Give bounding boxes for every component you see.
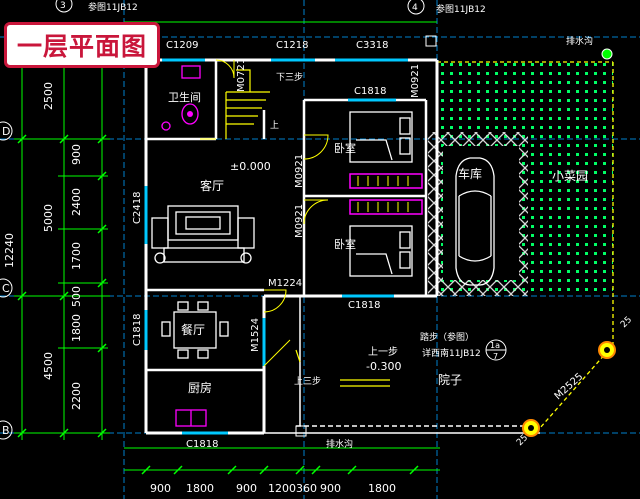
axis-markers-left: [0, 121, 13, 440]
label-stair-up: 上: [270, 120, 279, 131]
dim-bottom-900-a: 900: [150, 482, 171, 495]
dim-bottom-1800-b: 1800: [368, 482, 396, 495]
label-m1224: M1224: [268, 278, 302, 289]
room-toilet: 卫生间: [168, 90, 201, 104]
dim-bottom-900-b: 900: [236, 482, 257, 495]
car-icon: [455, 157, 495, 286]
bathroom-fixtures: [161, 65, 201, 131]
dim-left-4500: 4500: [42, 352, 55, 380]
yard-boundary: [264, 296, 540, 434]
windows: [144, 58, 408, 435]
left-tick-marks: [17, 35, 107, 438]
dim-left-1700: 1700: [70, 242, 83, 270]
bottom-tick-marks: [141, 465, 419, 475]
room-bedroom-top: 卧室: [334, 141, 356, 155]
label-elev-zero: ±0.000: [230, 160, 271, 173]
label-m0921-top: M0921: [410, 64, 421, 98]
header-ref-circle-left: [55, 0, 73, 13]
dim-left-5000: 5000: [42, 204, 55, 232]
label-c1218: C1218: [276, 40, 308, 51]
label-m0921-mid: M0921: [294, 154, 305, 188]
room-yard: 院子: [438, 373, 462, 387]
dim-bottom-360: 360: [296, 482, 317, 495]
label-c1818-bed: C1818: [354, 86, 386, 97]
header-ref-text-right: 参图11JB12: [436, 3, 486, 15]
dim-left-12240: 12240: [3, 233, 16, 268]
room-dining: 餐厅: [181, 322, 205, 337]
dim-left-2200: 2200: [70, 382, 83, 410]
room-garden: 小菜园: [552, 169, 588, 183]
label-c1818-bottom: C1818: [186, 439, 218, 450]
axis-mark-d: D: [2, 125, 10, 138]
bed-top-icon: [349, 111, 413, 163]
room-bedroom-bottom: 卧室: [334, 237, 356, 251]
dim-left-900: 900: [70, 144, 83, 165]
dim-left-2500: 2500: [42, 82, 55, 110]
yard-steps: [295, 349, 390, 387]
label-porch-note: 踏步（参图）: [420, 331, 474, 343]
left-dimension-lines: [14, 39, 110, 440]
label-c2418: C2418: [132, 192, 143, 224]
label-c1818-left: C1818: [132, 314, 143, 346]
door-swings: [200, 59, 329, 367]
bed-bottom-icon: [349, 225, 413, 277]
stairs: [225, 69, 270, 139]
header-ref-num-left: 3: [60, 1, 66, 11]
dim-bottom-900-c: 900: [320, 482, 341, 495]
header-ref-circle-right: [407, 0, 425, 15]
label-m1524: M1524: [250, 318, 261, 352]
axis-mark-c: C: [2, 282, 10, 295]
toilet-icon: [187, 111, 193, 117]
room-garage: 车库: [458, 166, 482, 181]
sofa-set-icon: [151, 205, 255, 264]
label-porch-tag-top: 1a: [490, 341, 500, 350]
kitchen-sink-icon: [175, 409, 207, 427]
dim-left-500: 500: [70, 286, 83, 307]
label-drain-bottom: 排水沟: [326, 438, 353, 450]
label-c1209: C1209: [166, 40, 198, 51]
label-c1818-bed2: C1818: [348, 300, 380, 311]
axis-mark-b: B: [2, 424, 10, 437]
label-step-up-1: 上一步: [368, 346, 398, 358]
label-step-up-3: 上三步: [294, 376, 321, 387]
label-c3318: C3318: [356, 40, 388, 51]
column-markers: [295, 35, 616, 437]
page-title: 一层平面图: [16, 32, 147, 61]
title-badge: 一层平面图: [4, 22, 160, 68]
wardrobes: [349, 173, 423, 215]
label-stair-down: 下三步: [276, 72, 303, 83]
dim-left-2400: 2400: [70, 188, 83, 216]
dim-bottom-1800: 1800: [186, 482, 214, 495]
label-porch-tag-bottom: 7: [493, 352, 498, 361]
header-ref-text-left: 参图11JB12: [88, 1, 138, 13]
label-m0921-low: M0921: [294, 204, 305, 238]
dining-table-icon: [161, 301, 229, 359]
label-porch-ref: 详西南11JB12: [422, 347, 481, 359]
label-drain-top: 排水沟: [566, 35, 593, 47]
dim-left-1800: 1800: [70, 314, 83, 342]
label-elev-minus: -0.300: [366, 360, 401, 373]
room-kitchen: 厨房: [188, 380, 212, 395]
room-living: 客厅: [200, 178, 224, 193]
wardrobe-hangers: [357, 176, 409, 212]
label-tag-25-b: 25: [619, 315, 634, 330]
header-ref-num-right: 4: [412, 3, 418, 13]
dim-bottom-1200: 1200: [268, 482, 296, 495]
garden-boundary: [437, 61, 614, 429]
label-m0721: M0721: [236, 58, 247, 92]
label-wall-tag: M2525: [553, 371, 586, 402]
